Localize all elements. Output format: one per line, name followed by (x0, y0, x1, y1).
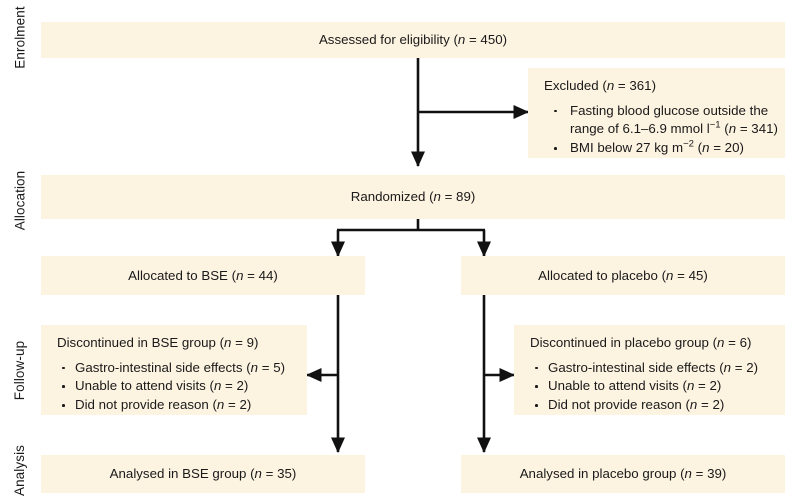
stage-label-followup-text: Follow-up (12, 340, 28, 400)
node-allocated-placebo: Allocated to placebo (n = 45) (461, 256, 785, 295)
node-discontinued-placebo-suffix: = 6) (724, 335, 752, 350)
node-discontinued-placebo-reason-noreason-suffix: = 2) (697, 397, 725, 413)
node-discontinued-bse-reason-noreason-n: n (216, 397, 225, 413)
node-randomized-title: Randomized (n = 89) (351, 188, 476, 206)
node-analysed-placebo-title: Analysed in placebo group (n = 39) (520, 465, 727, 483)
stage-label-allocation: Allocation (0, 160, 40, 240)
node-allocated-bse-n: n (236, 267, 244, 283)
node-randomized-prefix: Randomized ( (350, 189, 434, 205)
node-excluded-reason-glucose-range: range of 6.1–6.9 mmol l (570, 121, 710, 137)
node-discontinued-bse-reason-visits-suffix: = 2) (221, 378, 249, 394)
node-discontinued-bse-prefix: Discontinued in BSE group ( (57, 335, 225, 350)
node-analysed-placebo-n: n (684, 466, 692, 482)
node-randomized-suffix: = 89) (440, 189, 476, 205)
node-assessed-for-eligibility: Assessed for eligibility (n = 450) (41, 22, 785, 58)
node-discontinued-placebo-reason-visits-n: n (686, 378, 695, 394)
node-discontinued-placebo-reason-noreason: Did not provide reason (n = 2) (530, 396, 758, 415)
node-discontinued-placebo-reason-noreason-n: n (689, 397, 698, 413)
node-discontinued-bse-title: Discontinued in BSE group (n = 9) (57, 334, 258, 352)
node-discontinued-placebo-reason-gi-prefix: Gastro-intestinal side effects ( (548, 359, 724, 375)
stage-label-enrolment-text: Enrolment (12, 6, 28, 69)
node-allocated-placebo-prefix: Allocated to placebo ( (538, 267, 667, 283)
node-excluded-reason-glucose-line1: Fasting blood glucose outside the (570, 102, 769, 118)
arrow-randomization-split (330, 219, 492, 258)
node-excluded-reason-glucose: Fasting blood glucose outside the range … (544, 102, 778, 140)
node-allocated-bse-title: Allocated to BSE (n = 44) (128, 267, 278, 285)
node-excluded-n: n (606, 78, 615, 93)
node-discontinued-bse-reason-gi-n: n (250, 359, 259, 375)
node-assessed-suffix: = 450) (465, 32, 508, 48)
node-analysed-bse-n: n (254, 466, 262, 482)
node-discontinued-placebo-reason-visits-prefix: Unable to attend visits ( (548, 378, 687, 394)
node-discontinued-placebo-reason-gi-n: n (723, 359, 732, 375)
stage-label-followup: Follow-up (0, 320, 40, 420)
node-discontinued-placebo: Discontinued in placebo group (n = 6) Ga… (514, 325, 785, 415)
node-excluded: Excluded (n = 361) Fasting blood glucose… (528, 68, 785, 158)
node-analysed-bse-title: Analysed in BSE group (n = 35) (110, 465, 297, 483)
node-excluded-reason-glucose-line2: range of 6.1–6.9 mmol l−1 (n = 341) (570, 120, 778, 139)
node-assessed-n: n (457, 32, 466, 48)
node-excluded-reason-glucose-n: n (728, 121, 737, 137)
node-excluded-title: Excluded (n = 361) (544, 77, 656, 95)
stage-label-analysis-text: Analysis (12, 444, 28, 496)
node-discontinued-bse-reason-gi-prefix: Gastro-intestinal side effects ( (75, 359, 251, 375)
node-excluded-reason-glucose-mid: ( (720, 121, 729, 137)
node-analysed-bse: Analysed in BSE group (n = 35) (41, 455, 365, 493)
node-excluded-suffix: = 361) (614, 78, 657, 93)
node-excluded-reason-bmi: BMI below 27 kg m−2 (n = 20) (544, 139, 778, 158)
arrow-bse-arm (305, 295, 346, 454)
node-discontinued-bse-suffix: = 9) (231, 335, 259, 350)
node-allocated-bse-prefix: Allocated to BSE ( (128, 267, 237, 283)
node-discontinued-bse-reason-noreason-prefix: Did not provide reason ( (75, 397, 217, 413)
node-discontinued-bse-n: n (224, 335, 232, 350)
node-excluded-reason-glucose-suffix: = 341) (736, 121, 778, 137)
node-excluded-reason-bmi-unit-exponent: −2 (683, 138, 694, 150)
node-excluded-reason-bmi-n: n (702, 140, 710, 156)
node-discontinued-bse-reason-gi: Gastro-intestinal side effects (n = 5) (57, 359, 285, 378)
stage-label-analysis: Analysis (0, 440, 40, 500)
node-discontinued-placebo-reason-noreason-prefix: Did not provide reason ( (548, 397, 690, 413)
stage-label-allocation-text: Allocation (12, 170, 28, 230)
node-analysed-bse-suffix: = 35) (261, 466, 297, 482)
stage-label-enrolment: Enrolment (0, 0, 40, 75)
node-analysed-bse-prefix: Analysed in BSE group ( (109, 466, 255, 482)
node-discontinued-bse-reason-visits-prefix: Unable to attend visits ( (75, 378, 214, 394)
node-analysed-placebo: Analysed in placebo group (n = 39) (461, 455, 785, 493)
node-discontinued-placebo-title: Discontinued in placebo group (n = 6) (530, 334, 751, 352)
node-discontinued-bse: Discontinued in BSE group (n = 9) Gastro… (41, 325, 307, 415)
node-discontinued-placebo-reason-gi: Gastro-intestinal side effects (n = 2) (530, 359, 758, 378)
node-discontinued-placebo-reason-visits-suffix: = 2) (694, 378, 722, 394)
node-allocated-placebo-n: n (666, 267, 674, 283)
node-assessed-prefix: Assessed for eligibility ( (318, 32, 458, 48)
node-excluded-reason-list: Fasting blood glucose outside the range … (544, 102, 778, 159)
node-analysed-placebo-suffix: = 39) (691, 466, 727, 482)
node-discontinued-bse-reason-noreason: Did not provide reason (n = 2) (57, 396, 285, 415)
node-discontinued-bse-reason-visits: Unable to attend visits (n = 2) (57, 377, 285, 396)
node-allocated-placebo-suffix: = 45) (673, 267, 708, 283)
node-excluded-prefix: Excluded ( (544, 78, 607, 93)
node-assessed-title: Assessed for eligibility (n = 450) (319, 31, 507, 49)
node-allocated-placebo-title: Allocated to placebo (n = 45) (538, 267, 708, 285)
node-allocated-bse: Allocated to BSE (n = 44) (41, 256, 365, 295)
node-discontinued-bse-reason-noreason-suffix: = 2) (224, 397, 252, 413)
node-discontinued-placebo-reason-visits: Unable to attend visits (n = 2) (530, 377, 758, 396)
node-discontinued-placebo-reason-list: Gastro-intestinal side effects (n = 2) U… (530, 359, 758, 416)
node-discontinued-placebo-n: n (717, 335, 725, 350)
node-discontinued-bse-reason-visits-n: n (213, 378, 222, 394)
node-randomized-n: n (433, 189, 441, 205)
node-randomized: Randomized (n = 89) (41, 175, 785, 219)
node-excluded-reason-glucose-unit-exponent: −1 (709, 120, 721, 131)
arrow-placebo-arm (476, 295, 516, 454)
node-excluded-reason-bmi-mid: ( (693, 140, 703, 156)
node-analysed-placebo-prefix: Analysed in placebo group ( (519, 466, 685, 482)
node-discontinued-placebo-reason-gi-suffix: = 2) (731, 359, 759, 375)
node-allocated-bse-suffix: = 44) (243, 267, 278, 283)
node-excluded-reason-bmi-suffix: = 20) (709, 140, 744, 156)
node-discontinued-bse-reason-list: Gastro-intestinal side effects (n = 5) U… (57, 359, 285, 416)
node-discontinued-placebo-prefix: Discontinued in placebo group ( (530, 335, 718, 350)
node-discontinued-bse-reason-gi-suffix: = 5) (258, 359, 286, 375)
node-excluded-reason-bmi-prefix: BMI below 27 kg m (570, 140, 684, 156)
